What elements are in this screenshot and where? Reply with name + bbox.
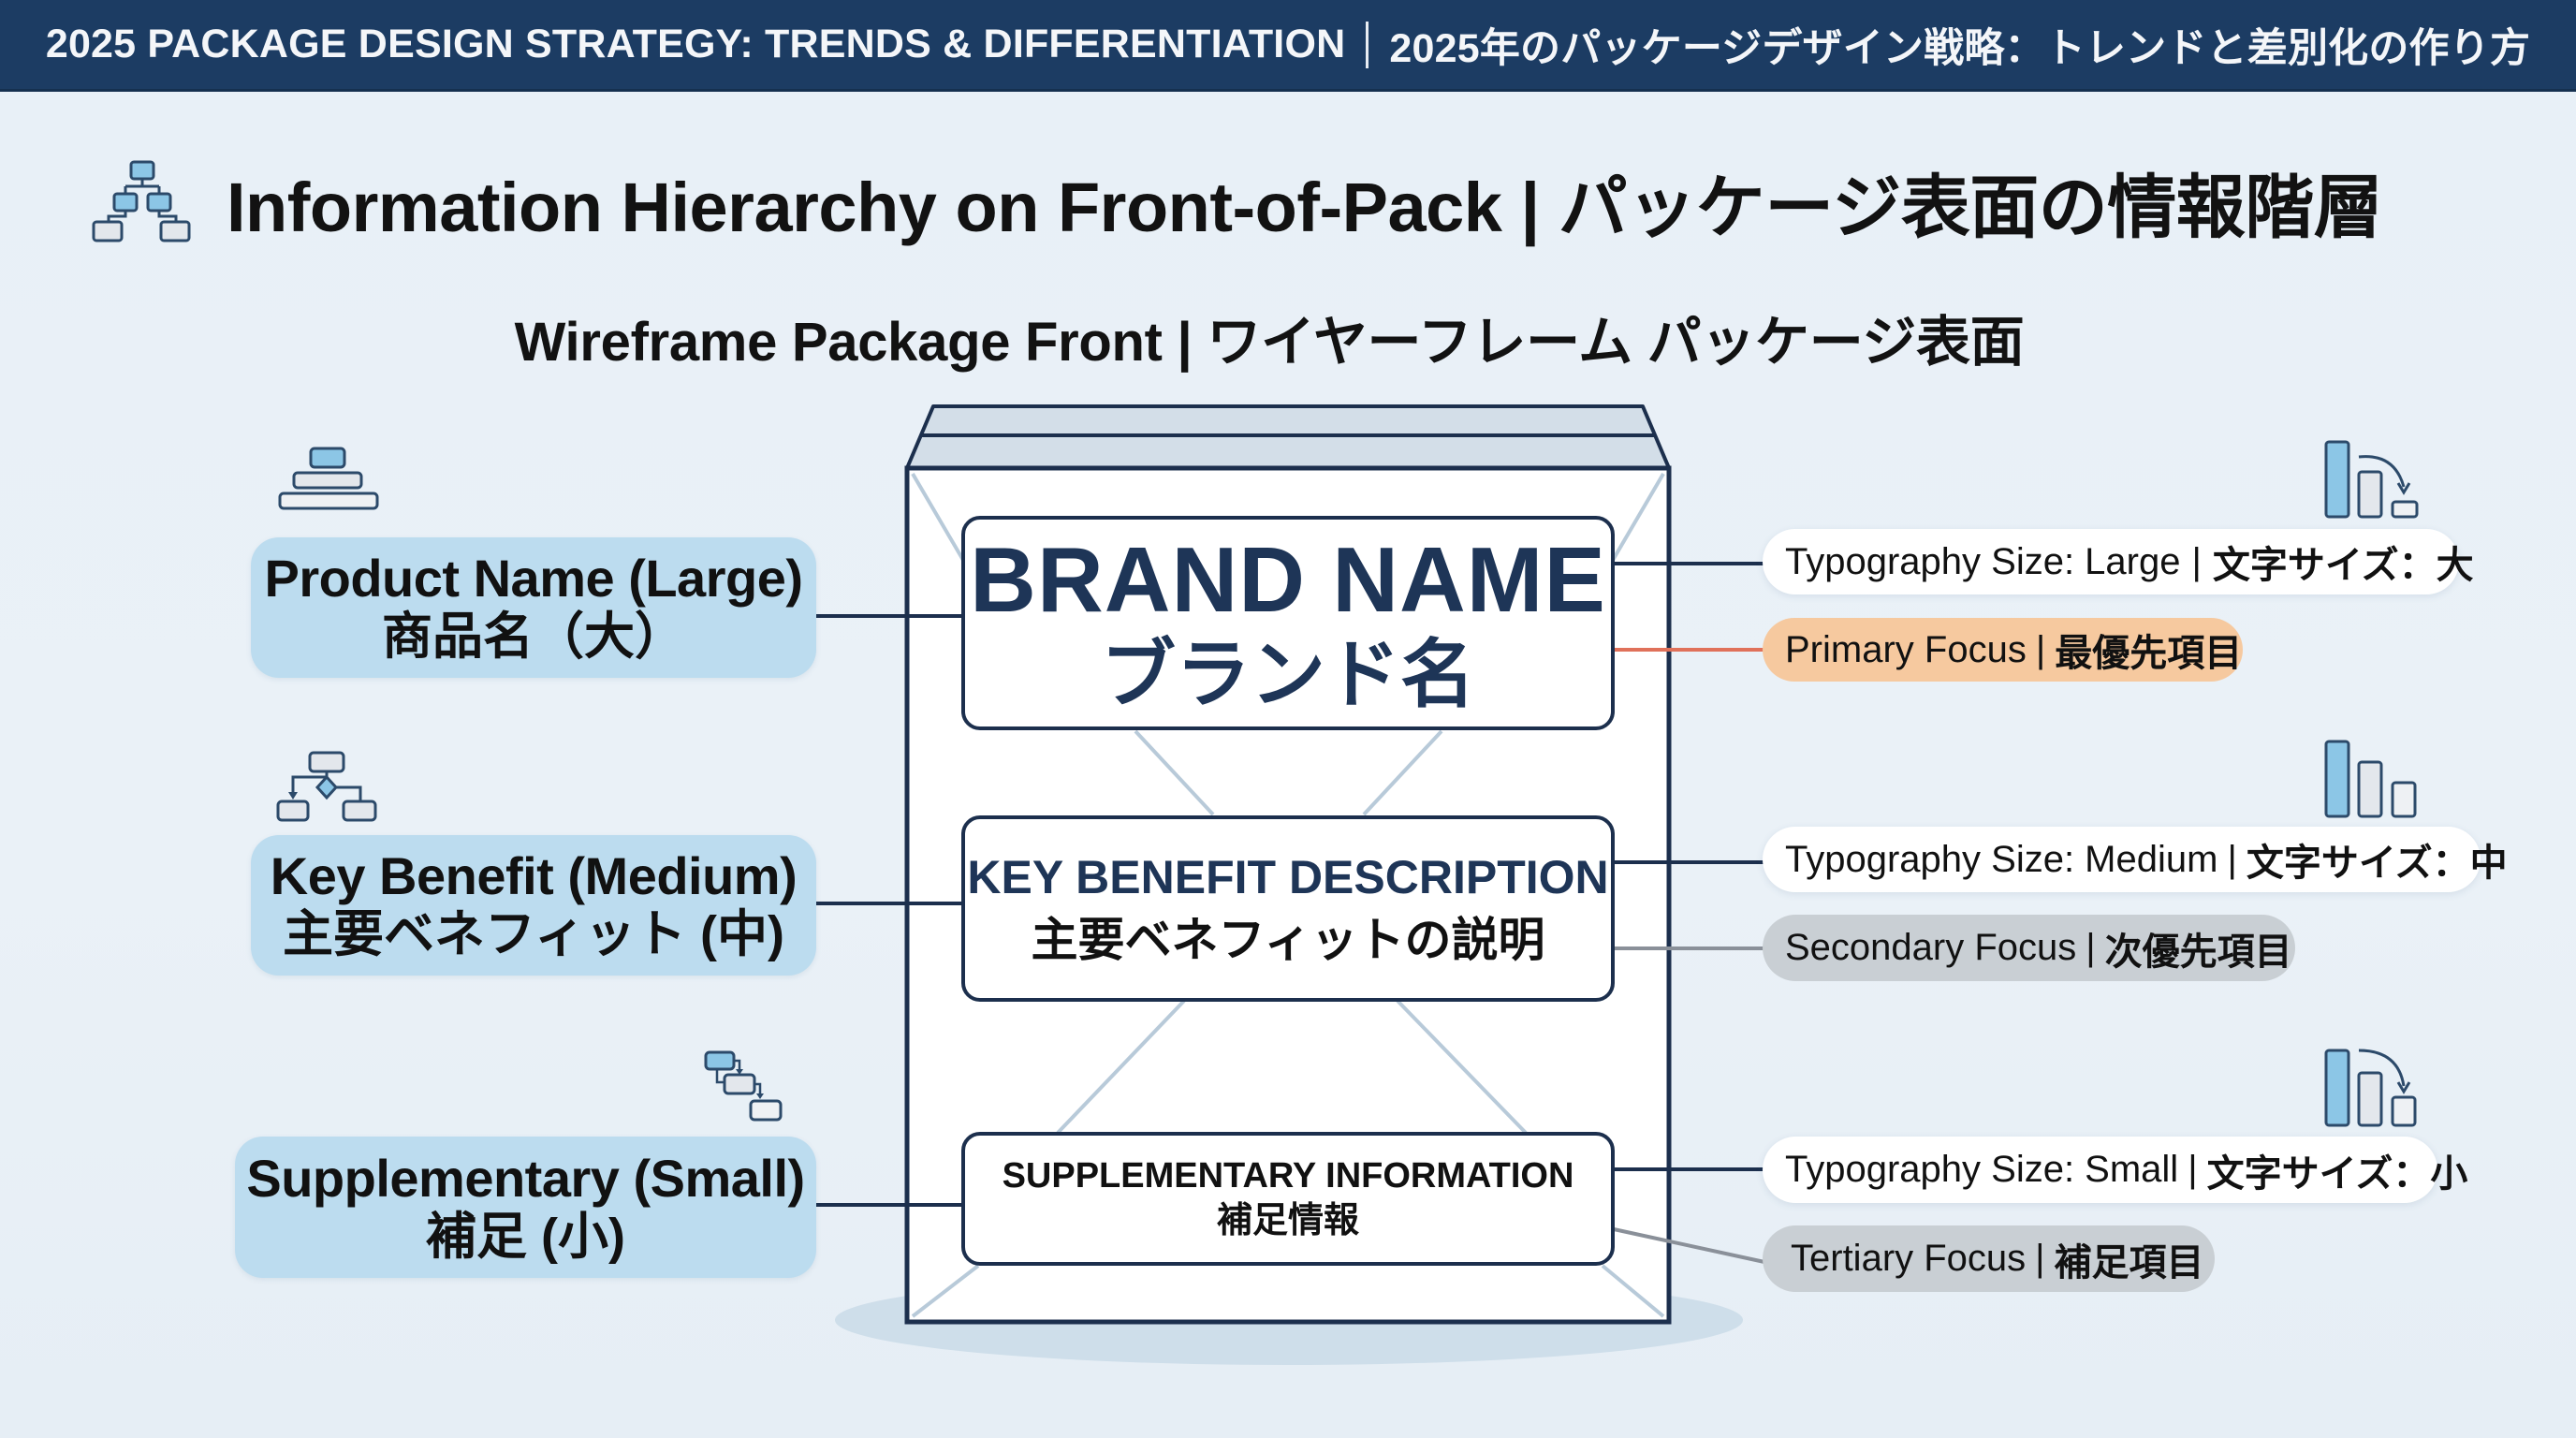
- label-supplementary-jp: 補足 (小): [426, 1208, 625, 1265]
- pill-separator: |: [2227, 838, 2237, 880]
- supplementary-en: SUPPLEMENTARY INFORMATION: [1002, 1155, 1574, 1196]
- primary-focus-badge: Primary Focus | 最優先項目: [1763, 618, 2243, 682]
- brand-name-en: BRAND NAME: [970, 527, 1606, 631]
- label-product-name: Product Name (Large) 商品名（大）: [251, 537, 816, 678]
- secondary-focus-badge: Secondary Focus | 次優先項目: [1763, 915, 2295, 981]
- pill-separator: |: [2035, 628, 2046, 670]
- descending-bars-icon: [2324, 740, 2417, 818]
- label-supplementary-en: Supplementary (Small): [246, 1148, 805, 1208]
- label-key-benefit: Key Benefit (Medium) 主要ベネフィット (中): [251, 835, 816, 976]
- secondary-focus-jp: 次優先項目: [2104, 931, 2292, 973]
- label-supplementary: Supplementary (Small) 補足 (小): [235, 1137, 816, 1278]
- hierarchy-tree-icon: [92, 160, 191, 242]
- typography-size-small-en: Typography Size: Small: [1785, 1149, 2179, 1190]
- tertiary-focus-en: Tertiary Focus: [1791, 1238, 2027, 1279]
- supplementary-jp: 補足情報: [1216, 1200, 1359, 1240]
- label-product-name-en: Product Name (Large): [264, 549, 804, 609]
- supplementary-block: SUPPLEMENTARY INFORMATION 補足情報: [961, 1132, 1615, 1266]
- pill-separator: |: [2086, 927, 2096, 968]
- secondary-focus-en: Secondary Focus: [1785, 927, 2077, 968]
- page-title: Information Hierarchy on Front-of-Pack |…: [227, 168, 2383, 246]
- tertiary-focus-jp: 補足項目: [2054, 1241, 2204, 1284]
- key-benefit-block: KEY BENEFIT DESCRIPTION 主要ベネフィットの説明: [961, 815, 1615, 1002]
- pill-separator: |: [2188, 1149, 2198, 1190]
- descending-bars-arrow-icon: [2324, 1049, 2417, 1127]
- primary-focus-jp: 最優先項目: [2055, 633, 2243, 674]
- label-key-benefit-jp: 主要ベネフィット (中): [283, 906, 784, 963]
- banner-title-en: 2025 PACKAGE DESIGN STRATEGY: TRENDS & D…: [45, 22, 1346, 66]
- brand-name-block: BRAND NAME ブランド名: [961, 516, 1615, 730]
- section-title-row: Information Hierarchy on Front-of-Pack |…: [90, 150, 2383, 253]
- stacked-layers-icon: [278, 447, 379, 510]
- pill-separator: |: [2191, 540, 2202, 582]
- banner-title-jp: 2025年のパッケージデザイン戦略：トレンドと差別化の作り方: [1389, 25, 2531, 71]
- label-key-benefit-en: Key Benefit (Medium): [270, 846, 798, 906]
- typography-size-small-jp: 文字サイズ：小: [2206, 1152, 2468, 1195]
- tertiary-focus-badge: Tertiary Focus | 補足項目: [1763, 1225, 2215, 1292]
- key-benefit-en: KEY BENEFIT DESCRIPTION: [967, 850, 1609, 903]
- primary-focus-en: Primary Focus: [1785, 628, 2027, 670]
- diagram-subtitle: Wireframe Package Front | ワイヤーフレーム パッケージ…: [514, 312, 2025, 373]
- cascade-steps-icon: [704, 1050, 783, 1122]
- banner-divider: [1366, 21, 1369, 68]
- descending-bars-arrow-icon: [2324, 440, 2419, 519]
- typography-size-small: Typography Size: Small | 文字サイズ：小: [1763, 1137, 2467, 1203]
- brand-name-jp: ブランド名: [1101, 633, 1475, 717]
- typography-size-large-jp: 文字サイズ：大: [2212, 545, 2474, 586]
- typography-size-medium: Typography Size: Medium | 文字サイズ：中: [1763, 827, 2508, 892]
- typography-size-large: Typography Size: Large | 文字サイズ：大: [1763, 529, 2474, 594]
- typography-size-medium-jp: 文字サイズ：中: [2246, 843, 2508, 884]
- key-benefit-jp: 主要ベネフィットの説明: [1031, 913, 1545, 966]
- typography-size-large-en: Typography Size: Large: [1785, 540, 2181, 582]
- decision-flow-icon: [276, 751, 377, 822]
- top-banner: 2025 PACKAGE DESIGN STRATEGY: TRENDS & D…: [0, 0, 2576, 92]
- typography-size-medium-en: Typography Size: Medium: [1785, 838, 2218, 880]
- label-product-name-jp: 商品名（大）: [382, 609, 685, 666]
- pill-separator: |: [2035, 1238, 2045, 1279]
